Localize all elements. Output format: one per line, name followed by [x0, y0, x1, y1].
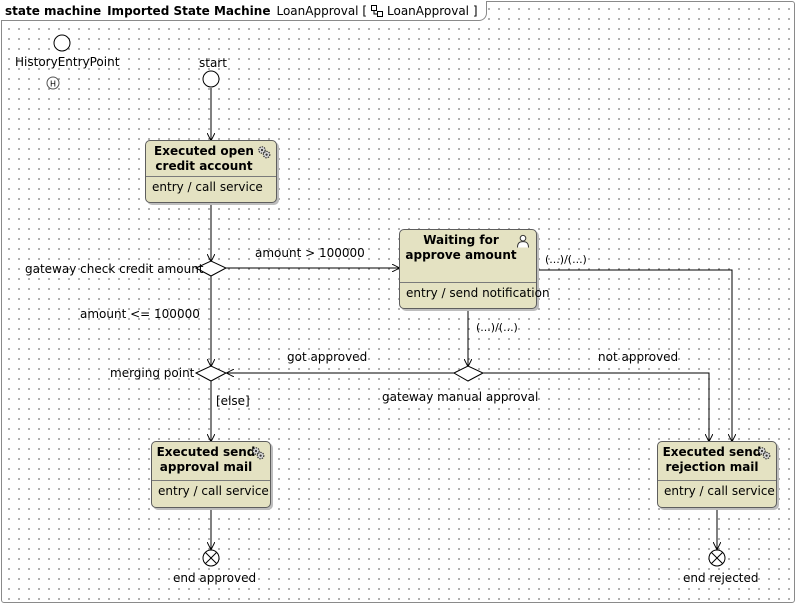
- user-icon: [517, 234, 529, 248]
- state-machine-icon: [371, 4, 383, 17]
- transition-waiting-rejection[interactable]: [537, 269, 732, 441]
- end-approved-terminate[interactable]: [202, 549, 220, 567]
- state-separator: [658, 480, 776, 481]
- history-marker: H: [50, 80, 56, 89]
- end-rejected-label: end rejected: [683, 571, 759, 585]
- frame-kind-label: state machine: [5, 3, 102, 18]
- transition-label-got-approved: got approved: [287, 350, 368, 364]
- frame-context-label: LoanApproval [: [276, 3, 367, 18]
- gears-icon: [758, 447, 771, 460]
- merging-point-label: merging point: [110, 366, 195, 380]
- state-behavior: entry / send notification: [406, 286, 550, 300]
- transition-label-amount-gt: amount > 100000: [255, 246, 365, 260]
- end-approved-label: end approved: [173, 571, 257, 585]
- transition-label-not-approved: not approved: [598, 350, 679, 364]
- gears-icon: [252, 447, 265, 460]
- state-behavior: entry / call service: [152, 180, 263, 194]
- state-title: Executed open credit account: [154, 144, 254, 173]
- gateway-check-credit-label: gateway check credit amount: [25, 262, 204, 276]
- state-separator: [152, 480, 270, 481]
- start-label: start: [199, 56, 227, 70]
- state-open-credit-account[interactable]: Executed open credit account entry / cal…: [145, 140, 277, 203]
- state-send-rejection-mail[interactable]: Executed send rejection mail entry / cal…: [657, 441, 777, 508]
- frame-name: Imported State Machine: [107, 3, 271, 18]
- state-separator: [146, 176, 276, 177]
- frame-title-tab: state machine Imported State Machine Loa…: [1, 1, 487, 21]
- state-behavior: entry / call service: [664, 484, 775, 498]
- transition-label-waiting-right: (...)/(...): [545, 253, 587, 266]
- state-behavior: entry / call service: [158, 484, 269, 498]
- state-title: Executed send rejection mail: [662, 445, 762, 474]
- history-entry-point-circle[interactable]: [53, 34, 71, 52]
- state-title: Executed send approval mail: [156, 445, 256, 474]
- state-title: Waiting for approve amount: [405, 233, 517, 262]
- state-separator: [400, 282, 536, 283]
- state-send-approval-mail[interactable]: Executed send approval mail entry / call…: [151, 441, 271, 508]
- gateway-manual-approval-label: gateway manual approval: [382, 390, 539, 404]
- history-marker-icon: H: [46, 76, 60, 90]
- gateway-check-credit-diamond[interactable]: [194, 260, 228, 277]
- history-entry-point-label: HistoryEntryPoint: [15, 55, 120, 69]
- transition-label-else: [else]: [216, 394, 250, 408]
- frame-context-name: LoanApproval ]: [387, 3, 478, 18]
- state-waiting-approve-amount[interactable]: Waiting for approve amount entry / send …: [399, 229, 550, 309]
- merging-point-diamond[interactable]: [194, 365, 228, 382]
- transition-label-waiting-down: (...)/(...): [476, 321, 518, 334]
- gears-icon: [258, 146, 271, 159]
- start-pseudostate[interactable]: [202, 70, 220, 88]
- gateway-manual-approval-diamond[interactable]: [452, 365, 485, 382]
- transition-not-approved[interactable]: [483, 372, 709, 441]
- transition-label-amount-le: amount <= 100000: [80, 307, 200, 321]
- end-rejected-terminate[interactable]: [708, 549, 726, 567]
